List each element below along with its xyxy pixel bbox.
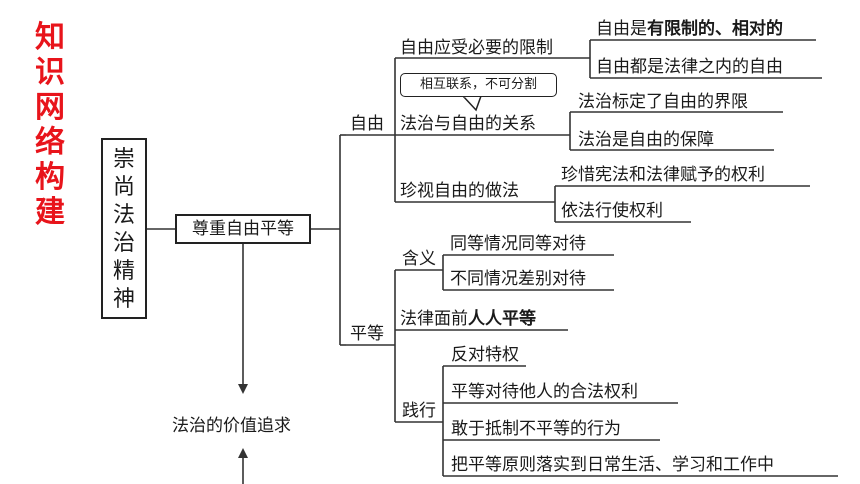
note-bubble: 相互联系，不可分割 [400,73,557,97]
level1-node: 尊重自由平等 [175,214,311,244]
freedom-relation-item2: 法治是自由的保障 [578,130,714,150]
practice-item-3: 敢于抵制不平等的行为 [451,419,621,439]
bottom-node: 法治的价值追求 [172,416,291,436]
freedom-limit: 自由应受必要的限制 [400,38,553,58]
practice-item-1: 反对特权 [451,345,519,365]
section-title: 知识网 络构建 [35,20,65,230]
equality-meaning: 含义 [402,249,436,269]
equality-meaning-item2: 不同情况差别对待 [450,269,586,289]
freedom-relation: 法治与自由的关系 [400,114,536,134]
practice-item-2: 平等对待他人的合法权利 [451,382,638,402]
root-node: 崇尚法 治精神 [101,138,147,319]
equality-practice: 践行 [402,401,436,421]
freedom-cherish-item2: 依法行使权利 [561,201,663,221]
freedom-label: 自由 [350,114,384,134]
freedom-cherish: 珍视自由的做法 [400,181,519,201]
practice-item-4: 把平等原则落实到日常生活、学习和工作中 [451,455,774,475]
freedom-relation-item1: 法治标定了自由的界限 [578,92,748,112]
equality-label: 平等 [350,324,384,344]
freedom-cherish-item1: 珍惜宪法和法律赋予的权利 [561,165,765,185]
freedom-limit-item1: 自由是有限制的、相对的 [596,19,783,39]
freedom-limit-item2: 自由都是法律之内的自由 [596,57,783,77]
equality-meaning-item1: 同等情况同等对待 [450,234,586,254]
equality-law: 法律面前人人平等 [400,309,536,329]
